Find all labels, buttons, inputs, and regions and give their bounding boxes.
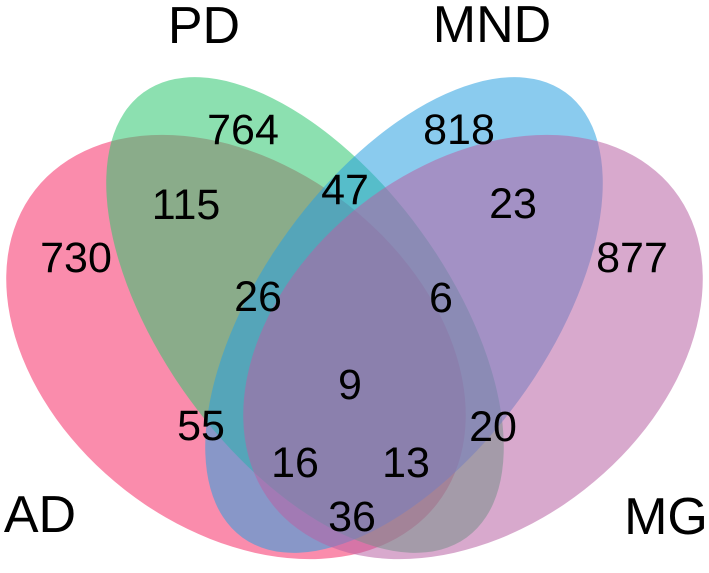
count-AD+PD+MND: 26: [234, 273, 282, 321]
count-MND+MG: 23: [489, 180, 537, 228]
count-AD+PD+MG: 13: [382, 439, 430, 487]
set-label-PD: PD: [168, 0, 240, 55]
count-AD+PD+MND+MG: 9: [338, 361, 362, 409]
ellipses-group: [6, 77, 703, 560]
count-AD+MG: 36: [328, 493, 376, 541]
count-AD+PD: 115: [152, 181, 221, 229]
set-label-MND: MND: [433, 0, 551, 54]
set-label-MG: MG: [624, 488, 708, 546]
region-counts-group: 730 764 818 877 115 47 23 55 20 36 26 6 16 13 9: [40, 106, 668, 541]
count-PD+MND+MG: 6: [429, 274, 453, 322]
count-PD+MG: 20: [469, 403, 517, 451]
count-MND: 818: [423, 106, 495, 154]
set-labels-group: AD PD MND MG: [4, 0, 708, 546]
count-PD+MND: 47: [321, 166, 369, 214]
count-AD+MND: 55: [177, 402, 225, 450]
count-PD: 764: [207, 106, 279, 154]
count-AD: 730: [40, 234, 112, 282]
count-AD+MND+MG: 16: [271, 439, 319, 487]
set-label-AD: AD: [4, 486, 76, 544]
count-MG: 877: [596, 234, 668, 282]
ellipse-MG: [243, 134, 703, 560]
